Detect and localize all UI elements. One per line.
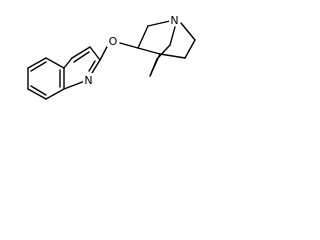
ether-o-label: O (109, 35, 118, 48)
pyridine-ring (63, 46, 101, 90)
chemical-structure: N O N (27, 13, 196, 100)
atom-bridgehead-n: N (169, 13, 180, 27)
atom-quinoline-n: N (83, 73, 94, 87)
benzene-ring (27, 57, 65, 100)
quinuclidine-cage (137, 20, 196, 77)
atom-ether-o: O (107, 34, 119, 48)
quinoline-n-label: N (84, 74, 92, 87)
bridgehead-n-label: N (170, 14, 178, 27)
ether-bonds (99, 42, 139, 61)
